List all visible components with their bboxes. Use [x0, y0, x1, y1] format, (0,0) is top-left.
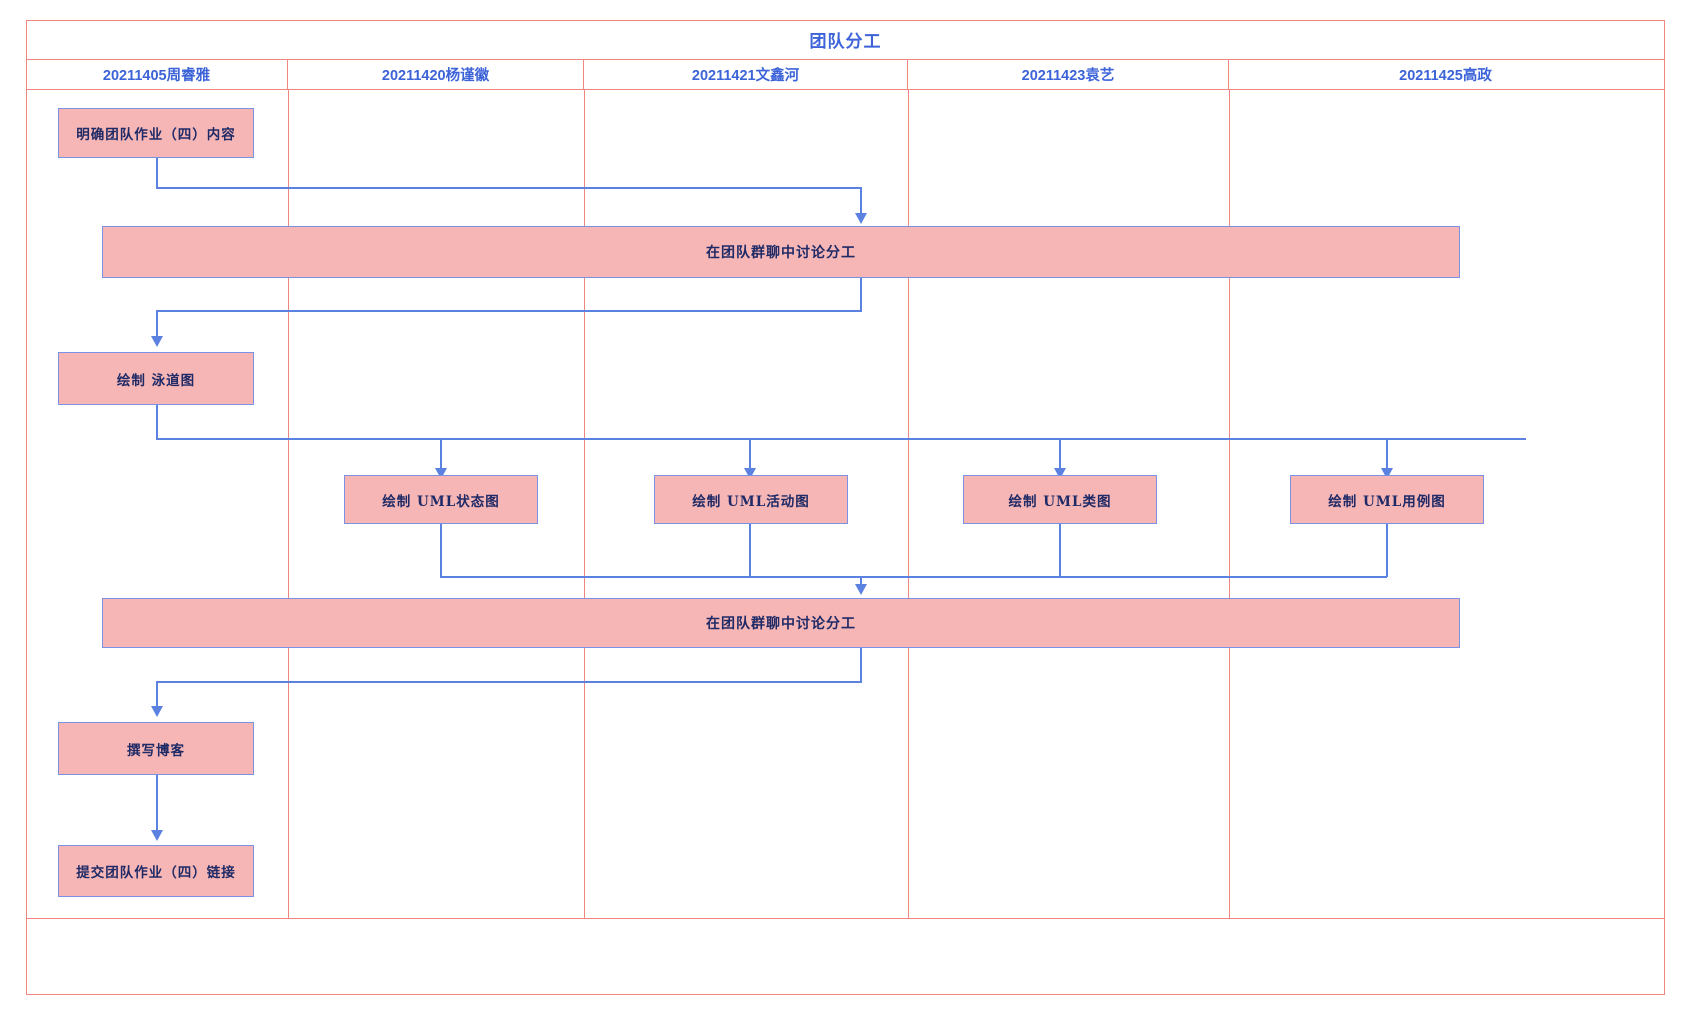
- task-node-discuss-division-2[interactable]: 在团队群聊中讨论分工: [102, 598, 1460, 648]
- task-node-uml-state-diagram[interactable]: 绘制 UML状态图: [344, 475, 538, 524]
- connector-bus-n7-arrowhead: [1381, 468, 1393, 479]
- connector-n1-n2-seg1: [156, 158, 158, 187]
- lane-header-lane3[interactable]: 20211421文鑫河: [584, 60, 908, 89]
- connector-n7-join: [1386, 524, 1388, 577]
- connector-join-bus: [440, 576, 1387, 578]
- connector-n3-bus-seg1: [156, 405, 158, 439]
- connector-join-n8: [860, 576, 862, 588]
- lane-header-lane2[interactable]: 20211420杨谨徽: [288, 60, 584, 89]
- task-node-uml-usecase-diagram[interactable]: 绘制 UML用例图: [1290, 475, 1484, 524]
- diagram-title-row: 团队分工: [26, 20, 1665, 60]
- connector-n2-n3-seg2: [156, 310, 862, 312]
- connector-bus-n7: [1386, 438, 1388, 470]
- connector-n5-join: [749, 524, 751, 577]
- connector-n8-n9-seg1: [860, 648, 862, 683]
- lane-header-lane5[interactable]: 20211425高政: [1399, 68, 1492, 84]
- connector-n1-n2-seg2: [156, 187, 862, 189]
- connector-bus-n5: [749, 438, 751, 470]
- connector-n2-n3-seg1: [860, 277, 862, 312]
- lane-divider-4: [1229, 90, 1230, 918]
- connector-n4-join: [440, 524, 442, 577]
- connector-fanout-bus: [156, 438, 1526, 440]
- task-node-uml-class-diagram[interactable]: 绘制 UML类图: [963, 475, 1157, 524]
- connector-bus-n6: [1059, 438, 1061, 470]
- task-node-draw-swimlane[interactable]: 绘制 泳道图: [58, 352, 254, 405]
- lane-divider-2: [584, 90, 585, 918]
- page-title: 团队分工: [809, 32, 882, 51]
- lane-header-lane4[interactable]: 20211423袁艺: [908, 60, 1229, 89]
- lane-divider-1: [288, 90, 289, 918]
- connector-n2-n3-seg3: [156, 310, 158, 337]
- lane-divider-3: [908, 90, 909, 918]
- connector-n9-n10-arrowhead: [151, 830, 163, 841]
- connector-bus-n6-arrowhead: [1054, 468, 1066, 479]
- connector-n2-n3-arrowhead: [151, 336, 163, 347]
- lane-bottom-border: [26, 918, 1665, 919]
- task-node-submit-link[interactable]: 提交团队作业（四）链接: [58, 845, 254, 897]
- connector-bus-n4: [440, 438, 442, 470]
- connector-bus-n5-arrowhead: [744, 468, 756, 479]
- connector-n1-n2-arrowhead: [855, 213, 867, 224]
- task-node-write-blog[interactable]: 撰写博客: [58, 722, 254, 775]
- connector-n1-n2-seg3: [860, 187, 862, 215]
- lane-header-lane1[interactable]: 20211405周睿雅: [26, 60, 288, 89]
- task-node-define-content[interactable]: 明确团队作业（四）内容: [58, 108, 254, 158]
- connector-join-n8-arrowhead: [855, 584, 867, 595]
- connector-n8-n9-arrowhead: [151, 706, 163, 717]
- task-node-uml-activity-diagram[interactable]: 绘制 UML活动图: [654, 475, 848, 524]
- connector-bus-n4-arrowhead: [435, 468, 447, 479]
- task-node-discuss-division-1[interactable]: 在团队群聊中讨论分工: [102, 226, 1460, 278]
- connector-n8-n9-seg3: [156, 681, 158, 708]
- lane-header-row: 20211405周睿雅 20211420杨谨徽 20211421文鑫河 2021…: [26, 60, 1665, 90]
- connector-n9-n10: [156, 775, 158, 832]
- connector-n8-n9-seg2: [156, 681, 862, 683]
- connector-n6-join: [1059, 524, 1061, 577]
